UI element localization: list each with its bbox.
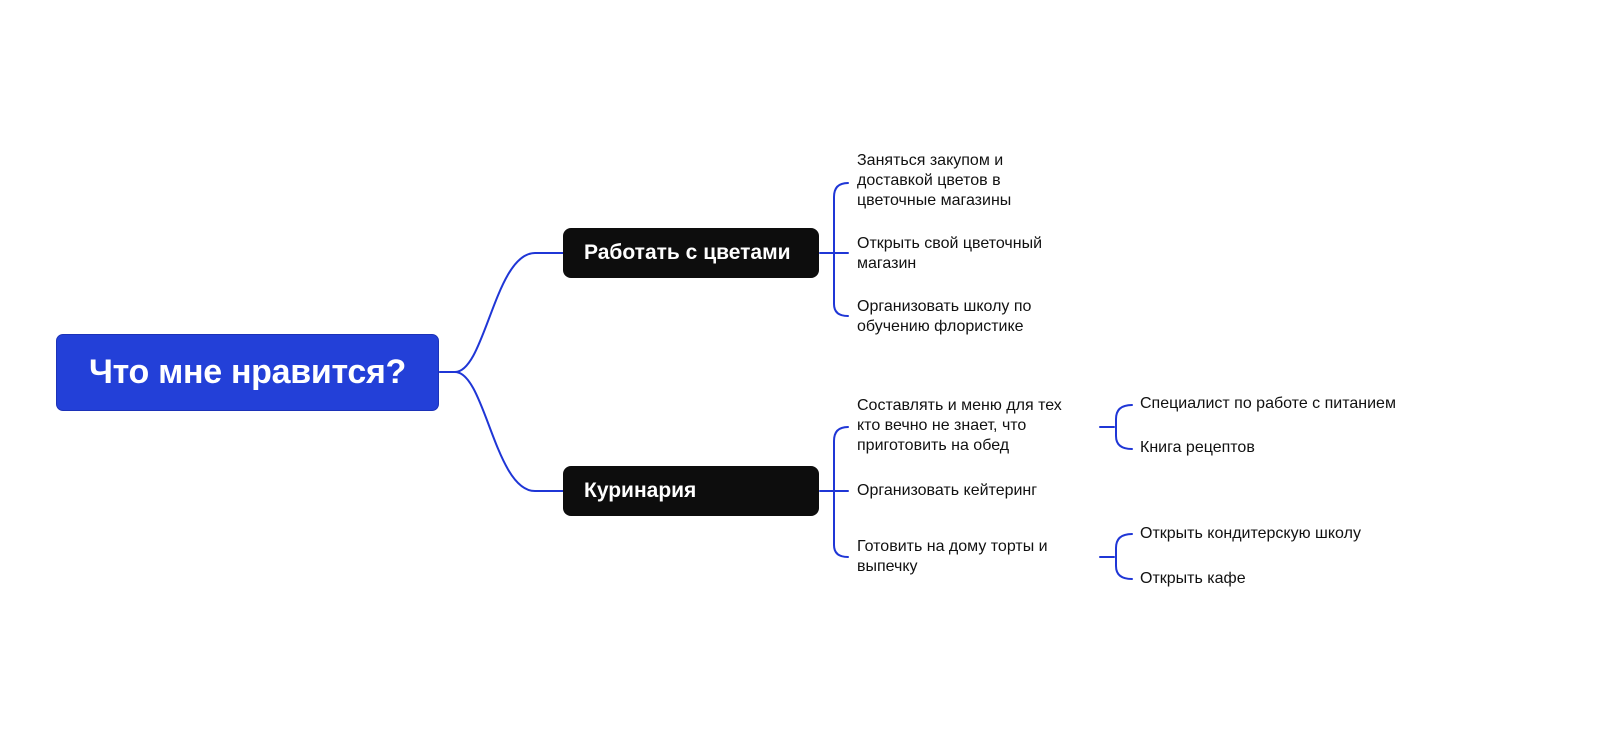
leaf-node[interactable]: Организовать кейтеринг [857,482,1038,499]
branch-label: Работать с цветами [584,241,791,264]
connector-cakes-subbracket [1099,533,1133,580]
subleaf-node[interactable]: Открыть кондитерскую школу [1140,525,1361,542]
connector-root-to-flowers [439,252,564,373]
leaf-node[interactable]: Организовать школу по обучению флористик… [857,298,1032,335]
branch-node-flowers[interactable]: Работать с цветами [563,228,819,278]
branch-label: Куринария [584,479,697,502]
subleaf-node[interactable]: Книга рецептов [1140,439,1255,456]
root-label: Что мне нравится? [89,353,406,391]
connector-flowers-bracket [819,182,849,317]
connector-cooking-bracket [819,426,849,558]
leaf-node[interactable]: Заняться закупом и доставкой цветов в цв… [857,152,1012,209]
connector-menu-subbracket [1099,404,1133,450]
branch-node-cooking[interactable]: Куринария [563,466,819,516]
subleaf-node[interactable]: Открыть кафе [1140,570,1246,587]
leaf-node[interactable]: Готовить на дому торты и выпечку [857,538,1048,575]
root-node[interactable]: Что мне нравится? [56,334,439,411]
subleaf-node[interactable]: Специалист по работе с питанием [1140,395,1396,412]
connector-root-to-cooking [439,371,564,492]
leaf-node[interactable]: Открыть свой цветочный магазин [857,235,1043,272]
leaf-node[interactable]: Составлять и меню для тех кто вечно не з… [857,397,1062,454]
